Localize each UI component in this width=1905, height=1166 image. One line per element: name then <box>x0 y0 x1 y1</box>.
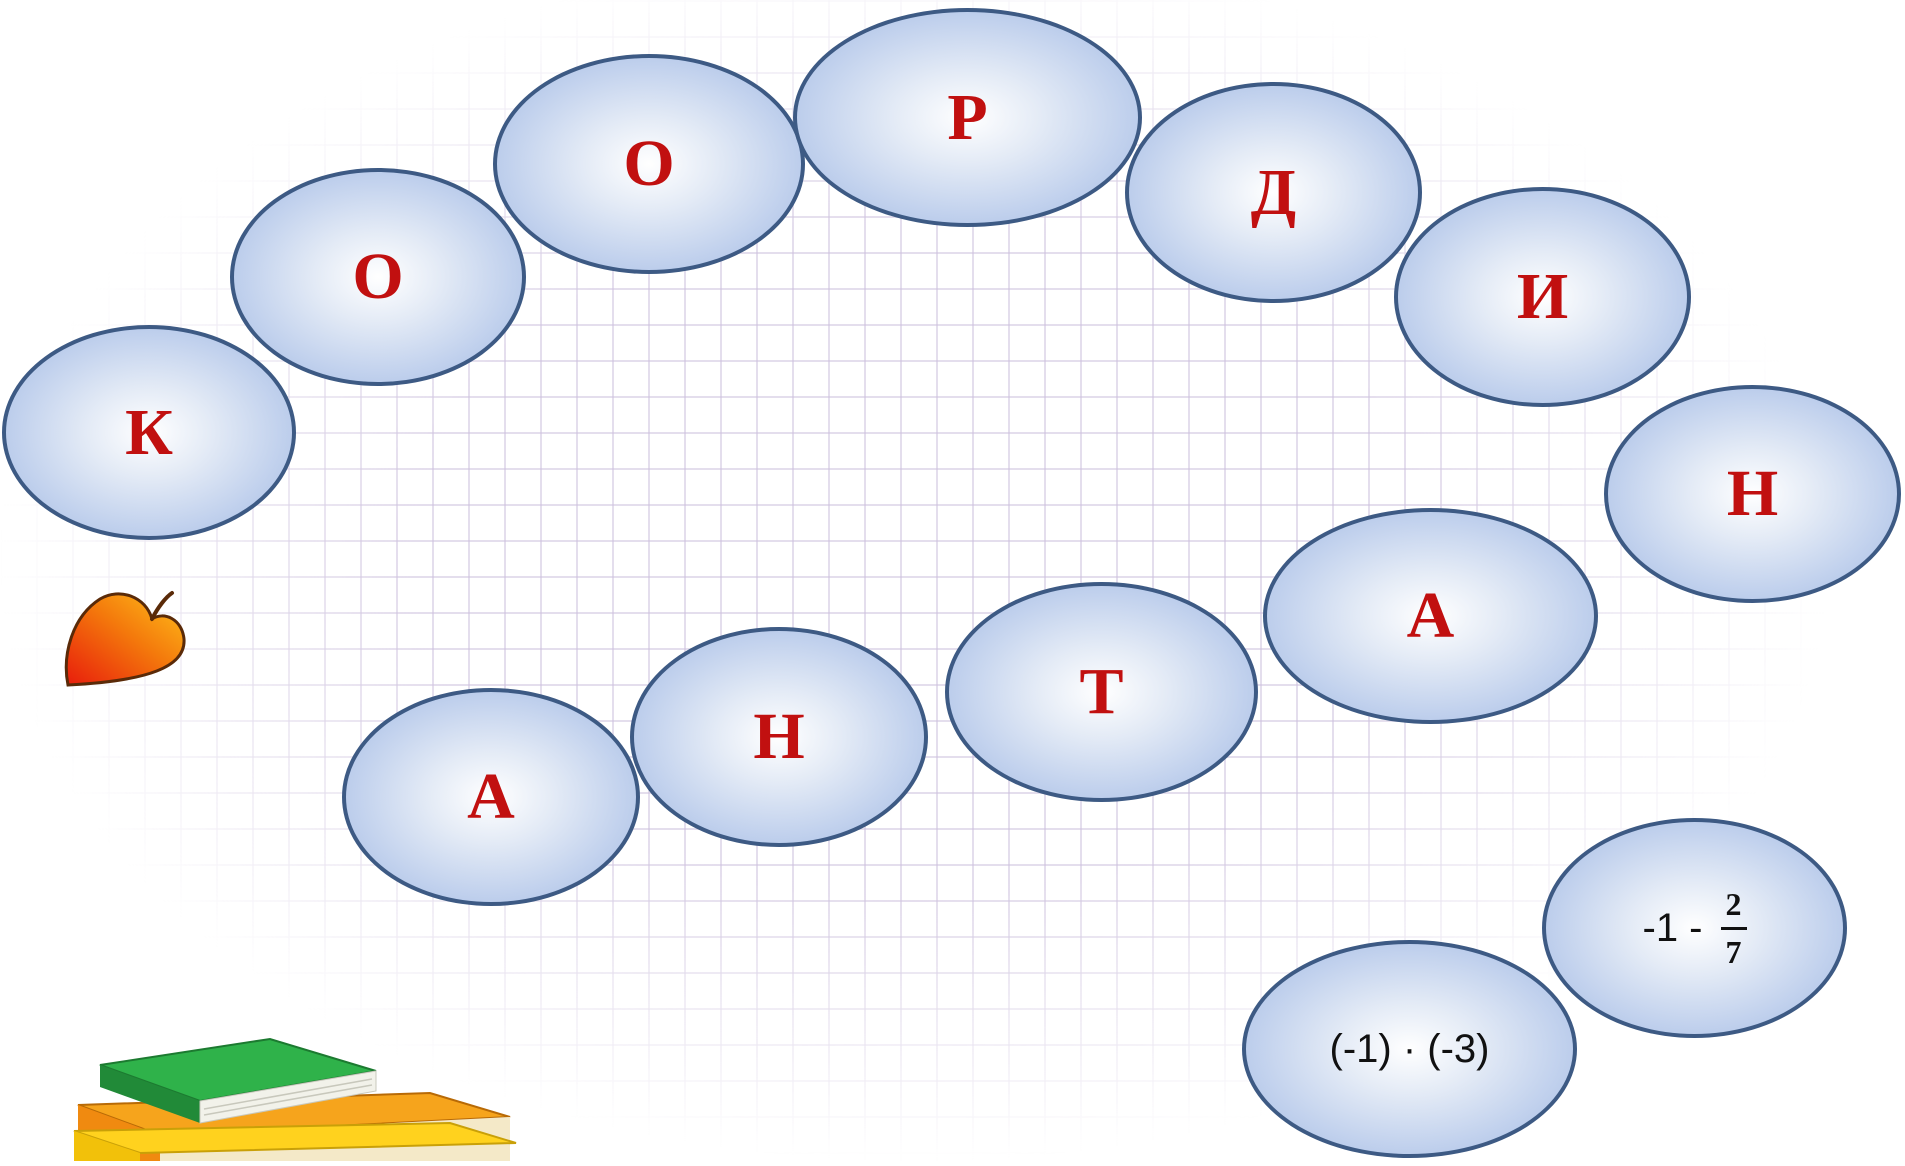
letter-oval-4[interactable]: Р <box>793 8 1142 227</box>
expression-oval-difference[interactable]: -1 - 2 7 <box>1542 818 1847 1038</box>
product-expression: (-1) · (-3) <box>1329 1026 1490 1071</box>
letter-3: О <box>623 127 675 200</box>
fraction-bar <box>1720 926 1747 930</box>
letter-oval-1[interactable]: К <box>2 325 296 540</box>
letter-oval-10[interactable]: Н <box>630 627 928 847</box>
letter-6: И <box>1516 260 1569 333</box>
letter-5: Д <box>1250 155 1297 229</box>
letter-10: Н <box>753 700 805 773</box>
books-icon <box>70 1035 520 1161</box>
fraction-numerator: 2 <box>1725 885 1742 922</box>
letter-oval-6[interactable]: И <box>1394 187 1691 407</box>
letter-7: Н <box>1726 457 1779 530</box>
letter-11: А <box>467 760 515 833</box>
difference-expression: -1 - 2 7 <box>1643 886 1747 971</box>
letter-oval-7[interactable]: Н <box>1604 385 1901 603</box>
letter-oval-3[interactable]: О <box>493 54 805 274</box>
fraction: 2 7 <box>1720 885 1747 971</box>
fraction-denominator: 7 <box>1725 933 1742 970</box>
letter-1: К <box>125 395 173 469</box>
leaf-icon <box>60 585 190 690</box>
letter-oval-8[interactable]: А <box>1263 508 1598 724</box>
letter-4: Р <box>947 80 988 154</box>
letter-oval-11[interactable]: А <box>342 688 640 906</box>
difference-prefix: -1 - <box>1642 905 1703 950</box>
letter-9: Т <box>1079 655 1124 728</box>
letter-oval-2[interactable]: О <box>230 168 526 386</box>
letter-2: О <box>352 240 404 313</box>
expression-oval-product[interactable]: (-1) · (-3) <box>1242 940 1577 1158</box>
letter-oval-9[interactable]: Т <box>945 582 1258 802</box>
letter-8: А <box>1406 579 1455 652</box>
letter-oval-5[interactable]: Д <box>1125 82 1422 303</box>
